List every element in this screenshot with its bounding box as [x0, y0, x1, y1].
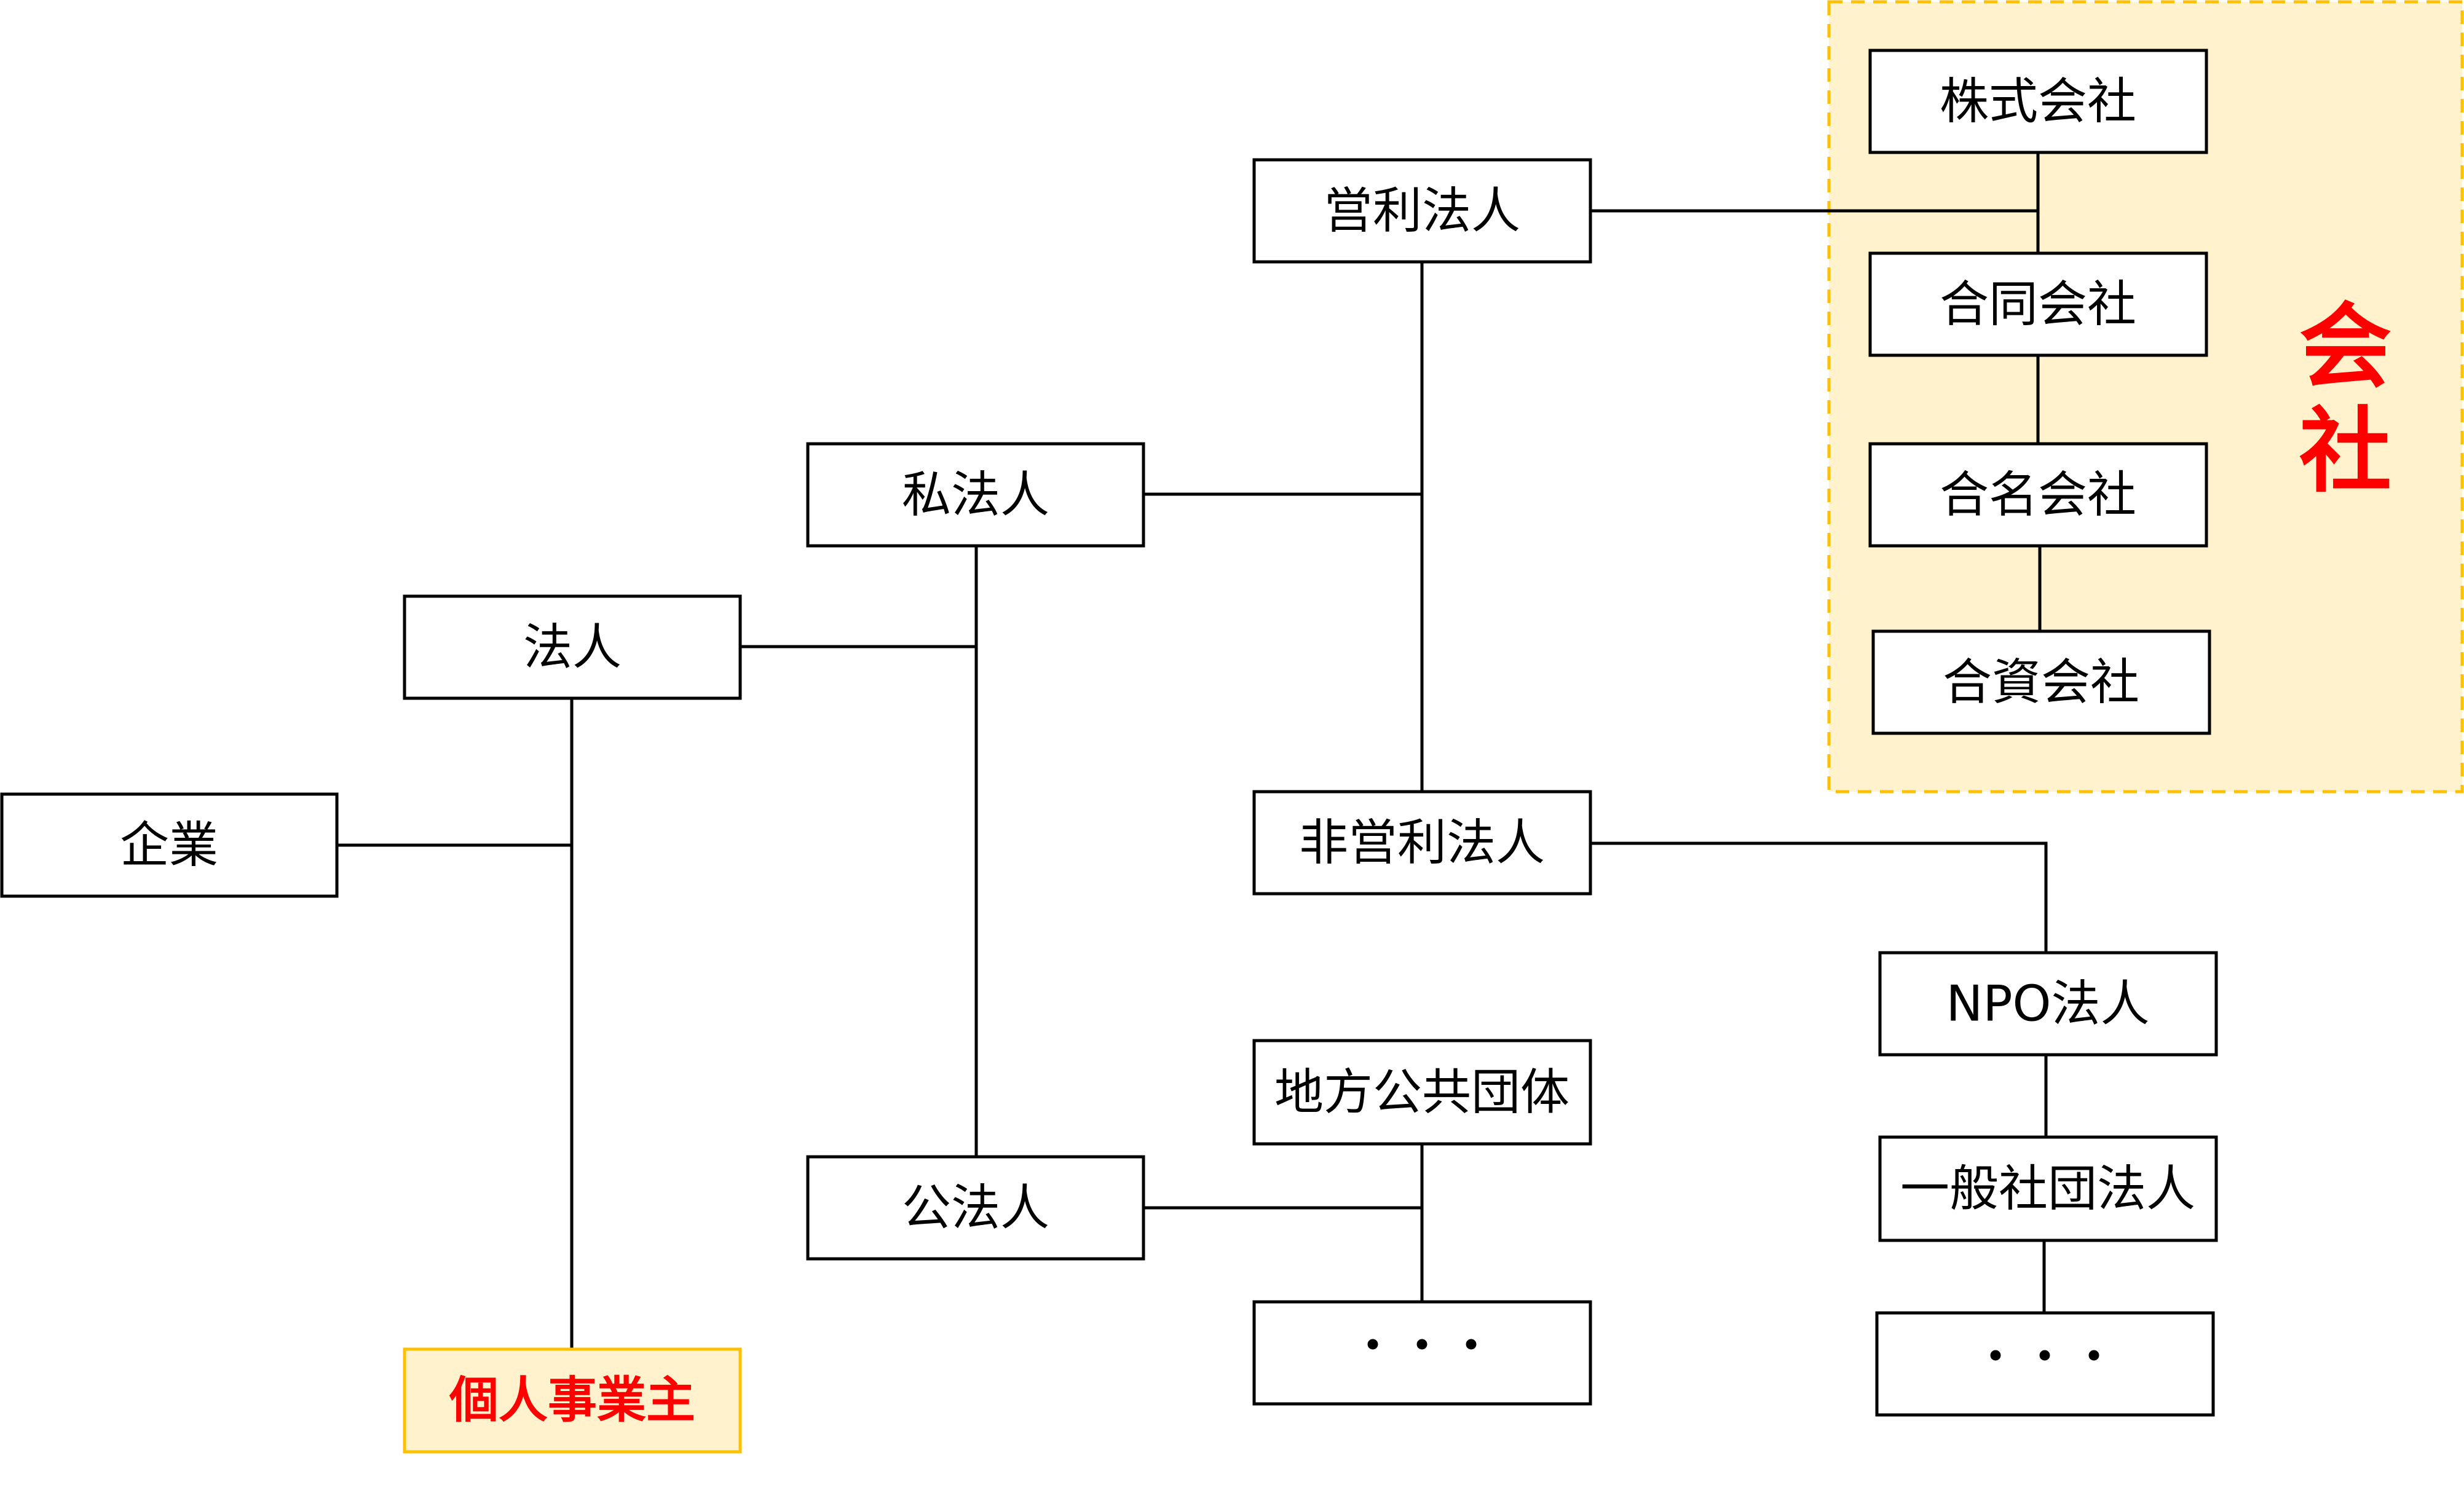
- company-group-label-line1: 会: [2299, 294, 2391, 401]
- node-eiri: 営利法人: [1252, 158, 1592, 264]
- node-goshi: 合資会社: [1871, 629, 2211, 735]
- node-eiri-label: 営利法人: [1324, 183, 1520, 240]
- node-ippan: 一般社団法人: [1878, 1135, 2218, 1242]
- node-kabushiki: 株式会社: [1868, 49, 2208, 154]
- node-kojin-label: 個人事業主: [449, 1372, 695, 1429]
- node-shihojin: 私法人: [806, 442, 1145, 548]
- nodes: 企業 法人 個人事業主 私法人 公法人 営利法人 非営利法人 地方公共団体: [0, 49, 2218, 1454]
- node-public-more: ・・・: [1252, 1300, 1592, 1406]
- node-hieiri-label: 非営利法人: [1299, 814, 1545, 872]
- node-ippan-label: 一般社団法人: [1900, 1160, 2195, 1218]
- company-group-label-line2: 社: [2299, 398, 2391, 505]
- connectors: [337, 152, 2048, 1349]
- node-kigyo: 企業: [0, 792, 339, 898]
- node-kigyo-label: 企業: [120, 817, 218, 874]
- node-nonprofit-more: ・・・: [1875, 1311, 2215, 1417]
- node-kojin: 個人事業主: [403, 1347, 742, 1454]
- node-godo: 合同会社: [1868, 251, 2208, 357]
- connector-hieiri-branch: [1590, 841, 2048, 953]
- node-shihojin-label: 私法人: [902, 467, 1049, 524]
- node-kohojin-label: 公法人: [902, 1180, 1049, 1237]
- node-hojin: 法人: [403, 594, 742, 700]
- node-godo-label: 合同会社: [1940, 276, 2136, 333]
- node-kohojin: 公法人: [806, 1155, 1145, 1261]
- node-gomei-label: 合名会社: [1940, 467, 2136, 524]
- node-public-more-label: ・・・: [1348, 1318, 1496, 1375]
- node-hojin-label: 法人: [523, 619, 622, 676]
- node-chiho-label: 地方公共団体: [1274, 1064, 1570, 1121]
- node-goshi-label: 合資会社: [1943, 654, 2139, 711]
- node-nonprofit-more-label: ・・・: [1971, 1329, 2118, 1386]
- node-npo: NPO法人: [1878, 951, 2218, 1057]
- node-gomei: 合名会社: [1868, 442, 2208, 548]
- node-hieiri: 非営利法人: [1252, 790, 1592, 896]
- node-kabushiki-label: 株式会社: [1940, 73, 2136, 130]
- node-npo-label: NPO法人: [1946, 975, 2149, 1033]
- node-chiho: 地方公共団体: [1252, 1039, 1592, 1146]
